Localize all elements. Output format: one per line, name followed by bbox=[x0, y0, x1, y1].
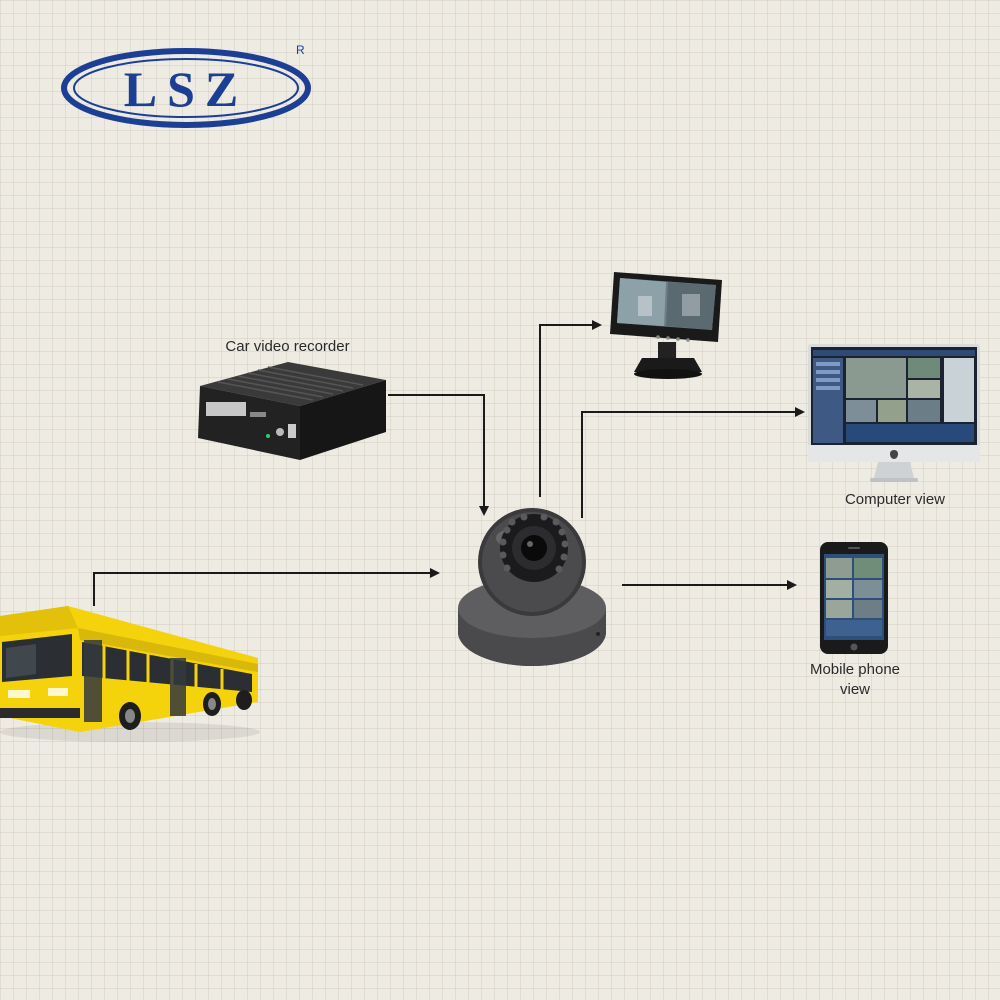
mobile-label-line1: Mobile phone bbox=[809, 661, 901, 678]
logo-inner-ring bbox=[73, 58, 299, 118]
car-video-recorder bbox=[198, 362, 386, 460]
lsz-logo: LSZ R bbox=[61, 43, 311, 128]
arrow-bus-to-camera bbox=[93, 568, 440, 606]
mobile-phone-icon bbox=[820, 542, 888, 654]
logo-text: LSZ bbox=[124, 61, 249, 117]
arrow-recorder-to-camera bbox=[388, 394, 489, 516]
logo-outer-ring bbox=[61, 48, 311, 128]
recorder-label: Car video recorder bbox=[225, 338, 350, 355]
arrow-camera-to-monitor bbox=[539, 320, 602, 497]
arrow-camera-to-computer bbox=[581, 407, 805, 518]
registered-mark: R bbox=[296, 43, 305, 57]
bus-icon bbox=[0, 606, 260, 742]
mobile-label-line2: view bbox=[839, 681, 870, 698]
computer-icon bbox=[808, 344, 980, 482]
dome-camera bbox=[458, 508, 606, 666]
monitor-icon bbox=[610, 272, 722, 379]
computer-label: Computer view bbox=[844, 491, 946, 508]
